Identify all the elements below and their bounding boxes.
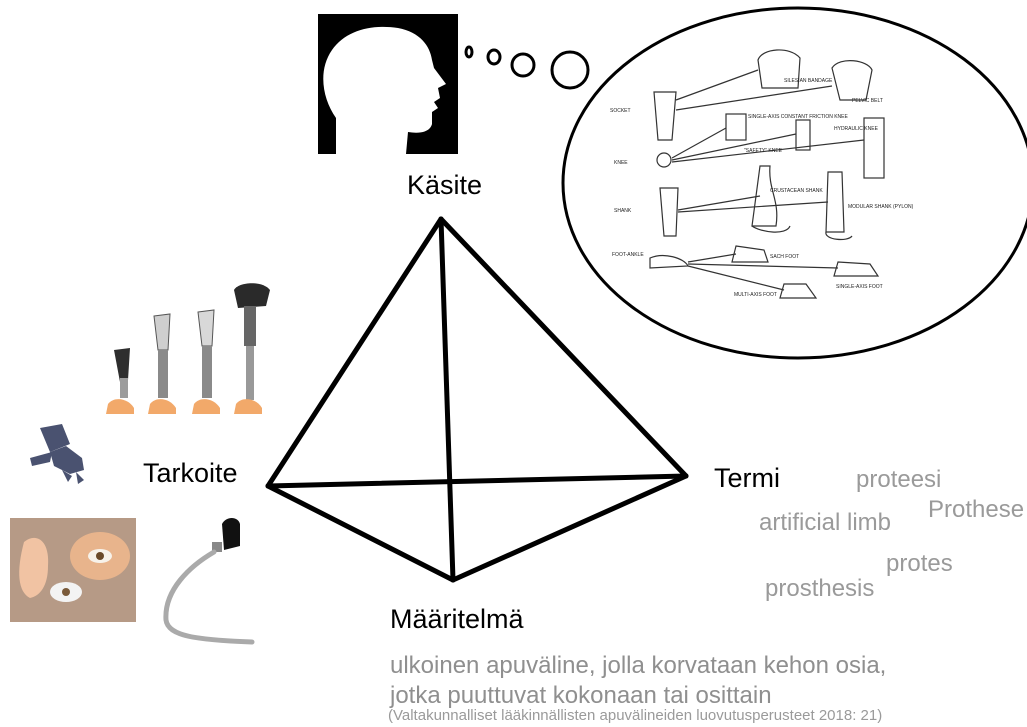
running-blade-illustration — [166, 518, 252, 642]
pyramid-edge-apex-bottom — [441, 219, 453, 580]
diagram-label-safety-knee: "SAFETY" KNEE — [744, 148, 783, 154]
thought-bubble-2 — [488, 50, 500, 64]
thought-bubble-3 — [512, 54, 534, 76]
diagram-label-socket: SOCKET — [610, 108, 631, 114]
diagram-label-hydraulic: HYDRAULIC KNEE — [834, 126, 879, 132]
leg-prostheses-illustration — [106, 283, 270, 414]
diagram-label-knee: KNEE — [614, 160, 628, 166]
prosthetic-hand-illustration — [30, 424, 84, 484]
thought-ellipse — [563, 8, 1027, 358]
label-concept: Käsite — [407, 170, 482, 201]
facial-prostheses-photo — [10, 518, 136, 622]
term-finnish: proteesi — [856, 466, 941, 494]
term-english-artificial-limb: artificial limb — [759, 509, 891, 537]
definition-line-1: ulkoinen apuväline, jolla korvataan keho… — [390, 652, 886, 680]
thought-bubble-4 — [552, 52, 588, 88]
thought-bubble-1 — [466, 47, 472, 57]
diagram-label-pelvic: PELVIC BELT — [852, 98, 883, 104]
pyramid-edge-left-right — [268, 476, 686, 486]
diagram-label-shank: SHANK — [614, 208, 632, 214]
diagram-label-sach: SACH FOOT — [770, 254, 799, 260]
diagram-label-foot-ankle: FOOT-ANKLE — [612, 252, 644, 258]
definition-line-2: jotka puuttuvat kokonaan tai osittain — [390, 682, 772, 710]
diagram-label-multi-axis: MULTI-AXIS FOOT — [734, 292, 777, 298]
label-referent: Tarkoite — [143, 458, 238, 489]
term-german: Prothese — [928, 496, 1024, 524]
term-swedish: protes — [886, 550, 953, 578]
pyramid-edge-right-bottom — [453, 476, 686, 580]
diagram-label-silesian: SILESIAN BANDAGE — [784, 78, 833, 84]
thought-bubbles — [466, 47, 588, 88]
label-definition: Määritelmä — [390, 604, 524, 635]
diagram-label-crustacean: CRUSTACEAN SHANK — [770, 188, 823, 194]
pyramid-edge-left-bottom — [268, 486, 453, 580]
diagram-label-single-axis-knee: SINGLE-AXIS CONSTANT FRICTION KNEE — [748, 114, 848, 120]
definition-source: (Valtakunnalliset lääkinnällisten apuväl… — [388, 707, 882, 724]
pyramid-edge-apex-left — [268, 219, 441, 486]
head-silhouette-icon — [318, 14, 458, 154]
diagram-label-single-axis-foot: SINGLE-AXIS FOOT — [836, 284, 883, 290]
diagram-label-modular: MODULAR SHANK (PYLON) — [848, 204, 914, 210]
label-term: Termi — [714, 463, 780, 494]
term-english-prosthesis: prosthesis — [765, 575, 874, 603]
